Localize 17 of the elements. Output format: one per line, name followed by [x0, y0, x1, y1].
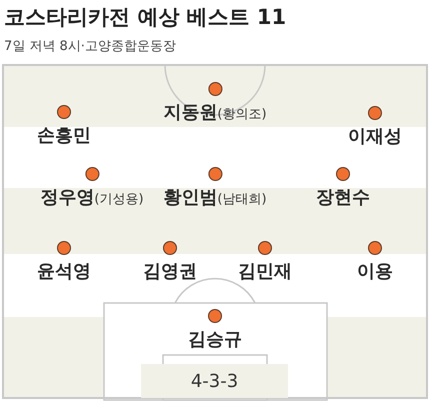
player-name: 손흥민	[37, 124, 91, 147]
substitute-name: (남태희)	[217, 191, 267, 208]
caption: 7일 저녁 8시·고양종합운동장	[4, 38, 176, 55]
formation-box: 4-3-3	[141, 364, 288, 398]
player-name: 김민재	[238, 260, 292, 283]
player-name: 지동원	[163, 101, 218, 124]
player-name: 이재성	[348, 125, 402, 148]
substitute-name: (기성용)	[94, 191, 144, 208]
player-name: 김영권	[143, 260, 197, 283]
player-name: 황인범	[163, 186, 218, 209]
player-name: 김승규	[188, 328, 242, 351]
player-name: 이용	[357, 260, 393, 283]
title: 코스타리카전 예상 베스트 11	[4, 4, 286, 31]
player-name: 장현수	[316, 186, 370, 209]
player-name: 윤석영	[37, 260, 91, 283]
player-name: 정우영	[40, 186, 94, 209]
substitute-name: (황의조)	[217, 106, 267, 123]
